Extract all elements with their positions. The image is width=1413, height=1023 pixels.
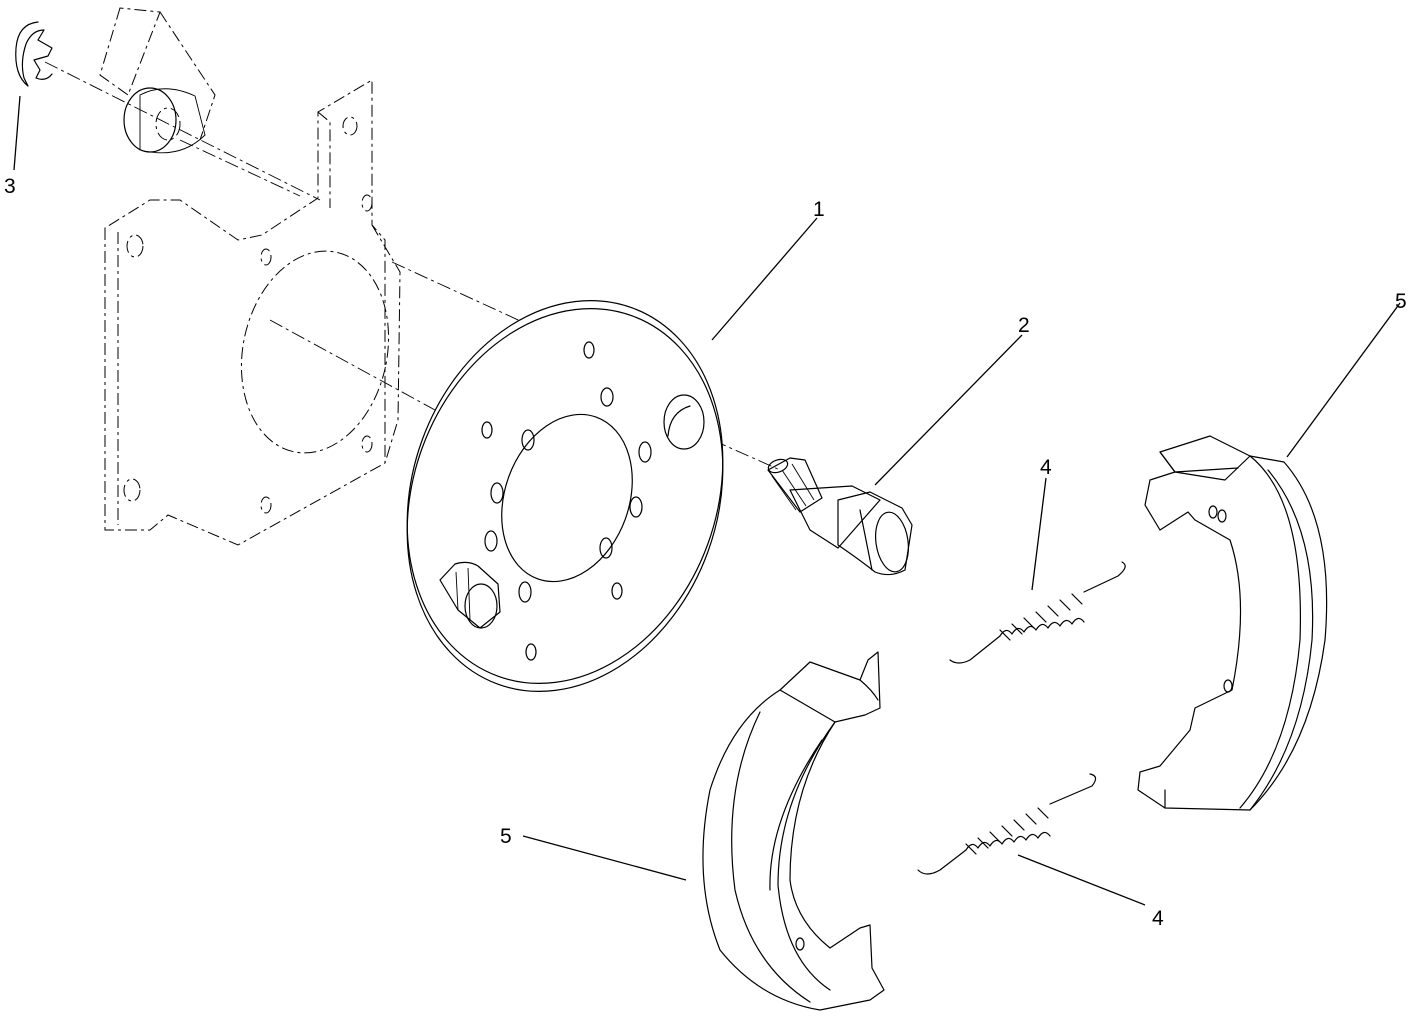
- backing-plate: [406, 300, 724, 692]
- leader-lines: [13, 95, 1401, 906]
- callout-4-lower: 4: [1152, 907, 1164, 930]
- callout-2: 2: [1018, 314, 1030, 337]
- mounting-bracket: [99, 7, 401, 546]
- bushing: [123, 87, 206, 154]
- return-spring-lower: [917, 773, 1097, 875]
- e-clip: [15, 21, 53, 87]
- brake-shoe-lower: [702, 651, 885, 1011]
- callout-5-upper: 5: [1395, 290, 1407, 313]
- brake-cam-shaft: [767, 457, 913, 576]
- return-spring-upper: [949, 561, 1126, 664]
- callout-5-lower: 5: [500, 825, 512, 848]
- callout-3: 3: [4, 175, 16, 198]
- callout-4-upper: 4: [1040, 456, 1052, 479]
- brake-shoe-upper: [1137, 435, 1328, 811]
- callout-1: 1: [813, 198, 825, 221]
